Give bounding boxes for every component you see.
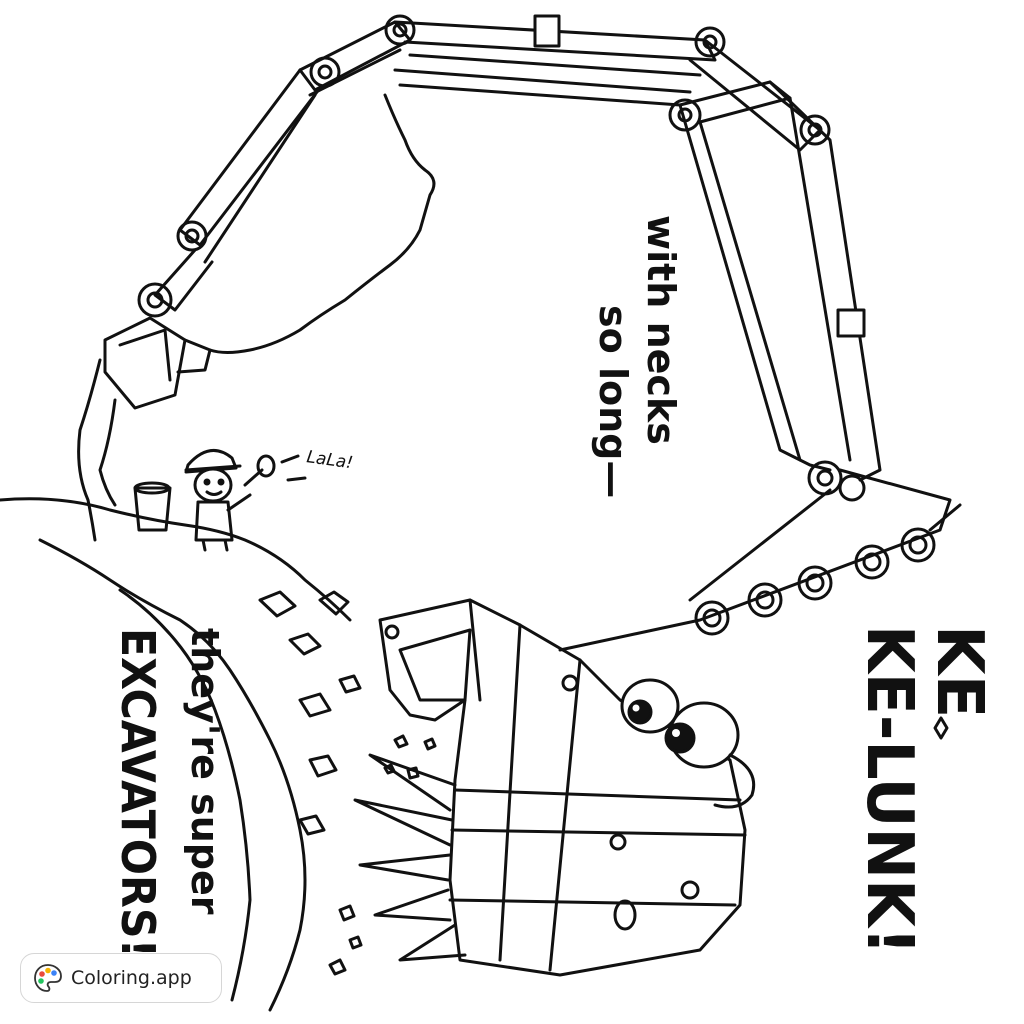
- coloring-app-badge[interactable]: Coloring.app: [20, 953, 222, 1003]
- palette-dot-green: [38, 978, 44, 984]
- sound-line-1: KE: [922, 625, 996, 718]
- super-line-1: they're super: [183, 628, 227, 915]
- palette-dot-red: [39, 971, 45, 977]
- sparkle-icon: [933, 716, 949, 740]
- palette-dot-blue: [51, 970, 57, 976]
- falling-dirt: [77, 93, 436, 542]
- dirt-mound: [0, 497, 362, 1012]
- song-label: LaLa!: [305, 447, 354, 473]
- necks-text: with necks: [639, 215, 683, 445]
- main-boom: [393, 68, 962, 652]
- small-bucket: [103, 316, 212, 410]
- sound-text-2: KE-LUNK!: [852, 625, 926, 955]
- background-excavator-arm: [137, 14, 831, 318]
- super-text-2: EXCAVATORS!: [111, 628, 165, 958]
- palette-icon: [34, 964, 62, 992]
- necks-line-1: with necks: [639, 215, 683, 445]
- flying-rocks: [328, 734, 437, 976]
- big-bucket: [353, 598, 756, 977]
- construction-worker: [133, 449, 307, 552]
- necks-line-2: so long—: [591, 305, 635, 498]
- super-line-2: EXCAVATORS!: [111, 628, 165, 958]
- necks-text-2: so long—: [591, 305, 635, 498]
- sound-line-2: KE-LUNK!: [852, 625, 926, 955]
- sound-text: KE: [922, 625, 996, 718]
- super-text: they're super: [183, 628, 227, 915]
- badge-label: Coloring.app: [71, 967, 192, 989]
- song-text: LaLa!: [305, 447, 354, 473]
- palette-dot-yellow: [45, 967, 51, 974]
